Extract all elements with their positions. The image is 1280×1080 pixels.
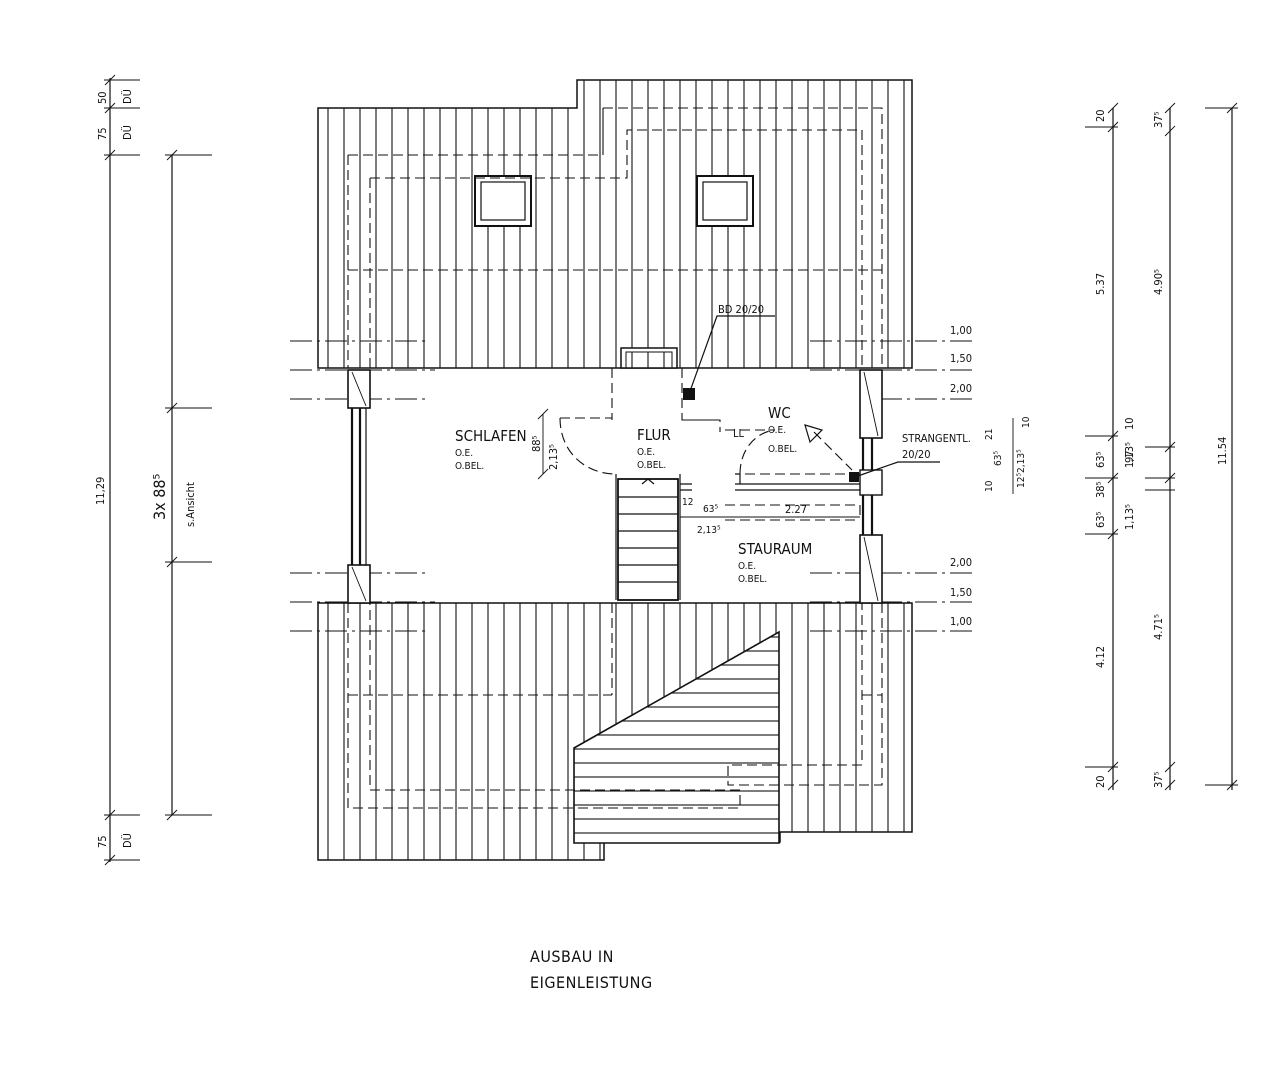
roof-bottom xyxy=(317,602,913,861)
dim-du: DÜ xyxy=(121,833,134,848)
dim-213b: 2,13⁵ xyxy=(697,525,721,536)
height-value: 2,00 xyxy=(950,556,972,569)
room-name: STAURAUM xyxy=(738,540,812,558)
dim-r1: 38⁵ xyxy=(1094,481,1107,498)
dim-50: 50 xyxy=(96,91,109,104)
room-sub: O.BEL. xyxy=(637,460,666,471)
room-sub: O.E. xyxy=(637,447,655,458)
room-sub: O.E. xyxy=(738,561,756,572)
hidden-lines xyxy=(347,107,883,809)
dim-75-bottom: 75 xyxy=(96,835,109,848)
dim-r10a: 10 xyxy=(1021,416,1032,428)
dim-75-top: 75 xyxy=(96,127,109,140)
room-sub: O.BEL. xyxy=(768,444,797,455)
height-value: 1,00 xyxy=(950,615,972,628)
room-sub: O.E. xyxy=(455,448,473,459)
dim-overall: 11,29 xyxy=(94,477,107,505)
left-dimensions: 50 DÜ 75 DÜ 11,29 75 DÜ 3x 88⁵ s.Ansicht xyxy=(94,74,212,866)
right-dimensions: 20 5.37 63⁵ 38⁵ 63⁵ 4.12 20 37⁵ 4.90⁵ 1,… xyxy=(1085,102,1238,791)
dim-r3: 11.54 xyxy=(1216,437,1229,465)
dim-r21: 21 xyxy=(984,429,995,440)
dim-227: 2.27 xyxy=(785,503,807,516)
dim-r1: 20 xyxy=(1094,775,1107,788)
chimney xyxy=(620,347,678,369)
dim-r1: 63⁵ xyxy=(1094,451,1107,468)
room-stauraum: STAURAUM O.E. O.BEL. xyxy=(738,540,812,585)
dim-r2: 97 xyxy=(1123,450,1136,463)
dim-r2: 4.90⁵ xyxy=(1152,269,1165,295)
height-value: 1,50 xyxy=(950,586,972,599)
dim-r1: 20 xyxy=(1094,109,1107,122)
interior-dims: 88⁵ 2,13⁵ 12 63⁵ 2,13⁵ 2.27 10 21 63⁵ 12… xyxy=(530,408,1032,536)
dim-r10b: 10 xyxy=(984,480,995,492)
dim-r2: 1,13⁵ xyxy=(1123,442,1136,468)
ll-label: LL xyxy=(733,427,745,440)
dim-r2: 37⁵ xyxy=(1152,111,1165,128)
leaders xyxy=(688,315,940,478)
dim-r2: 4.71⁵ xyxy=(1152,614,1165,640)
dim-r63: 63⁵ xyxy=(993,451,1004,466)
strangentl-label: STRANGENTL. xyxy=(902,432,971,445)
dim-du: DÜ xyxy=(121,125,134,140)
dim-r2: 37⁵ xyxy=(1152,771,1165,788)
dim-r2: 10 xyxy=(1123,417,1136,430)
dim-12: 12 xyxy=(682,497,693,508)
strangentl-size: 20/20 xyxy=(902,448,931,461)
dim-ansicht: s.Ansicht xyxy=(184,482,197,527)
room-schlafen: SCHLAFEN O.E. O.BEL. xyxy=(455,427,527,472)
bd-label: BD 20/20 xyxy=(718,303,764,316)
dim-r1: 4.12 xyxy=(1094,646,1107,668)
height-values: 1,00 1,50 2,00 2,00 1,50 1,00 xyxy=(950,324,972,628)
room-sub: O.BEL. xyxy=(738,574,767,585)
room-name: FLUR xyxy=(637,426,671,444)
room-wc: WC O.E. O.BEL. xyxy=(768,404,797,455)
skylight-right xyxy=(696,175,754,227)
dim-steps: 3x 88⁵ xyxy=(150,473,169,520)
roof-top xyxy=(317,79,913,369)
room-sub: O.E. xyxy=(768,425,786,436)
height-value: 2,00 xyxy=(950,382,972,395)
caption-line2: EIGENLEISTUNG xyxy=(530,973,653,992)
height-value: 1,00 xyxy=(950,324,972,337)
dim-du: DÜ xyxy=(121,89,134,104)
caption: AUSBAU IN EIGENLEISTUNG xyxy=(530,947,653,992)
dim-r1: 63⁵ xyxy=(1094,511,1107,528)
room-name: WC xyxy=(768,404,791,422)
dim-r125: 12⁵2,13⁵ xyxy=(1016,449,1027,488)
room-sub: O.BEL. xyxy=(455,461,484,472)
room-name: SCHLAFEN xyxy=(455,427,527,445)
caption-line1: AUSBAU IN xyxy=(530,947,614,966)
dim-88: 88⁵ xyxy=(530,435,543,452)
walls xyxy=(347,369,883,604)
dim-63: 63⁵ xyxy=(703,504,718,515)
dim-r2: 1,13⁵ xyxy=(1123,504,1136,530)
skylight-left xyxy=(474,175,532,227)
dim-213a: 2,13⁵ xyxy=(547,444,560,470)
dim-r1: 5.37 xyxy=(1094,273,1107,295)
staircase xyxy=(617,478,679,601)
room-flur: FLUR O.E. O.BEL. xyxy=(637,426,671,471)
height-value: 1,50 xyxy=(950,352,972,365)
